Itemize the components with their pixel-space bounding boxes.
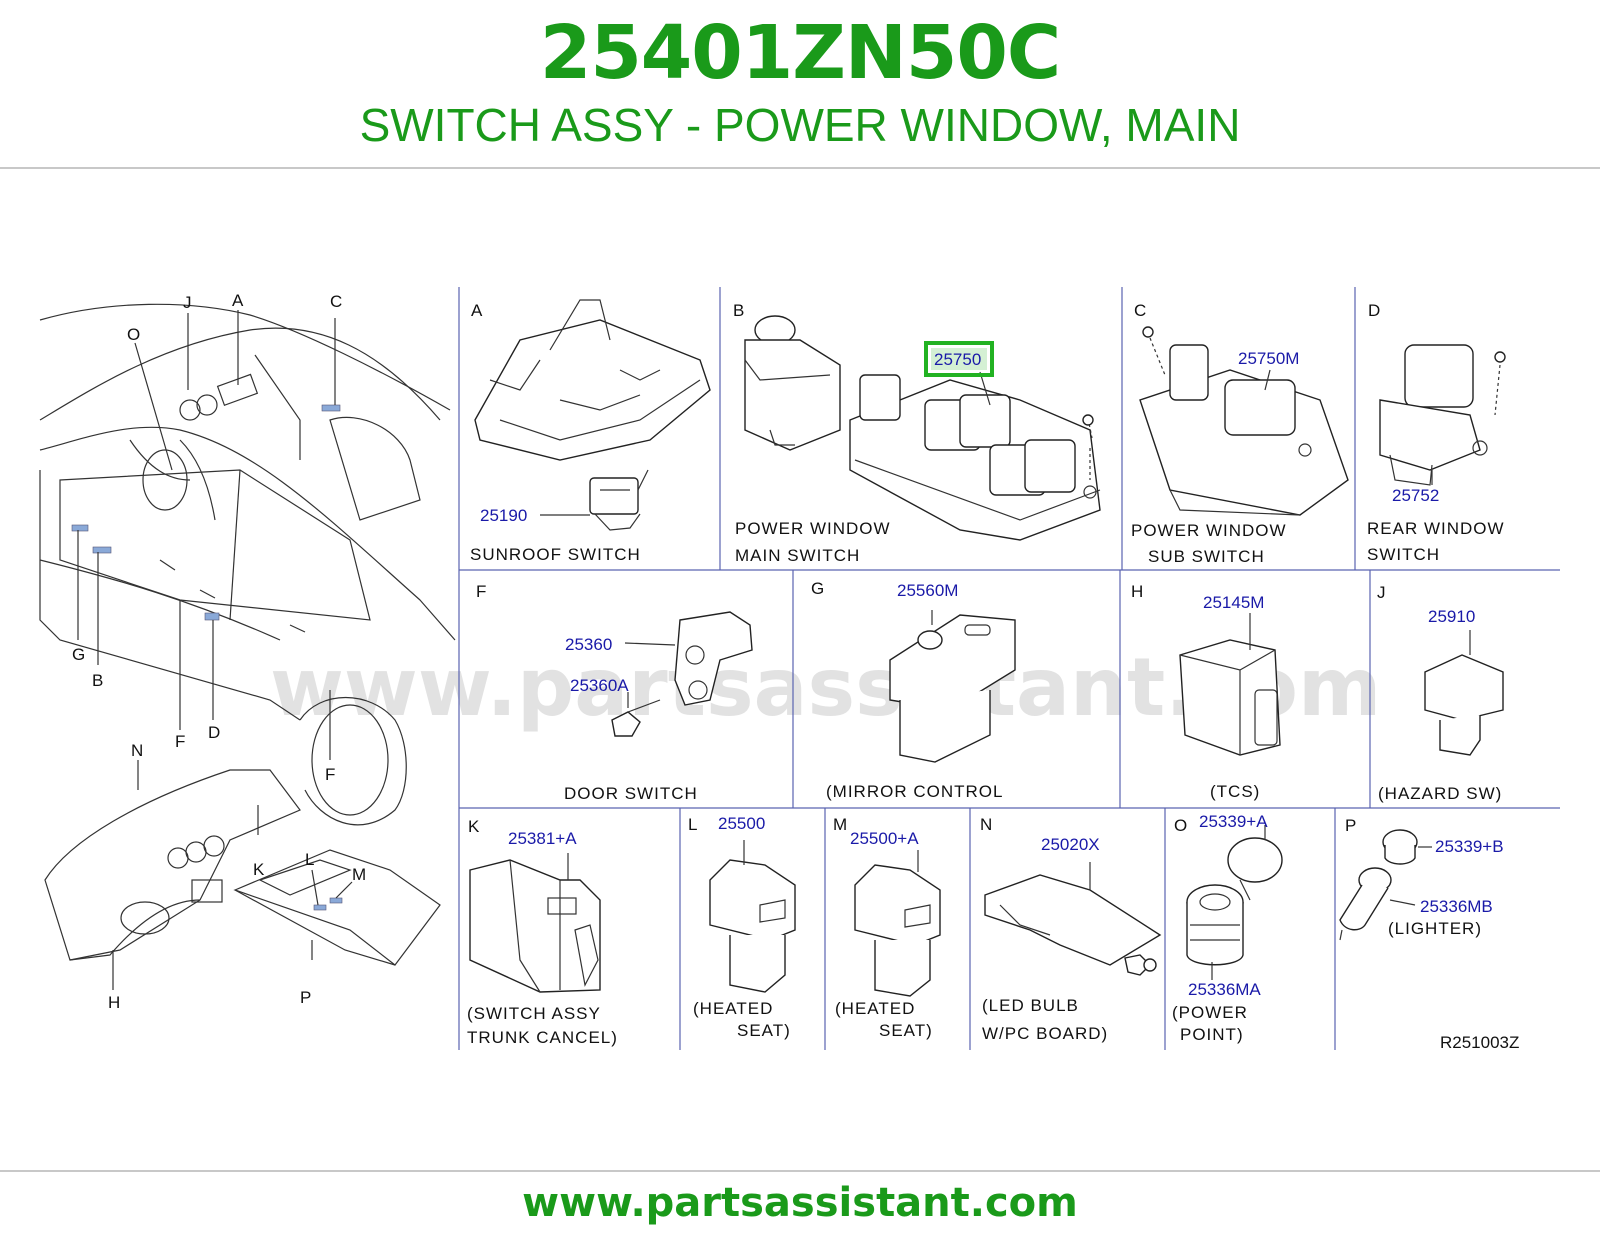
panel-b: B 25750 POWER WINDOW MAIN SWITCH	[733, 301, 1101, 565]
footer-url[interactable]: www.partsassistant.com	[522, 1180, 1078, 1226]
part-25500[interactable]: 25500	[718, 814, 765, 833]
header-divider	[0, 167, 1600, 169]
overview-letter-c: C	[330, 292, 342, 311]
overview-letter-p: P	[300, 988, 311, 1007]
highlight-box-25750	[924, 341, 994, 377]
panel-o: O 25339+A 25336MA (POWER POINT)	[1172, 812, 1283, 1044]
header: 25401ZN50C SWITCH ASSY - POWER WINDOW, M…	[0, 0, 1600, 170]
overview-letter-g: G	[72, 645, 85, 664]
panel-c-caption-2: SUB SWITCH	[1148, 547, 1265, 566]
vehicle-overview: J A C O G B F D F N K L M P H	[39, 291, 456, 1012]
panel-h: H 25145M (TCS)	[1131, 582, 1281, 801]
panel-l: L 25500 (HEATED SEAT)	[688, 814, 796, 1040]
overview-letter-n: N	[131, 741, 143, 760]
panel-j: J 25910 (HAZARD SW)	[1377, 583, 1504, 803]
panel-o-caption-1: (POWER	[1172, 1003, 1248, 1022]
panel-c-letter: C	[1134, 301, 1146, 320]
part-25360[interactable]: 25360	[565, 635, 612, 654]
panel-a-letter: A	[471, 301, 483, 320]
panel-n: N 25020X (LED BULB W/PC BOARD)	[980, 815, 1162, 1043]
part-number: 25401ZN50C	[539, 10, 1061, 96]
overview-letter-j: J	[183, 293, 192, 312]
panel-l-letter: L	[688, 815, 697, 834]
panel-grid	[458, 287, 1560, 1050]
diagram-code: R251003Z	[1440, 1033, 1519, 1052]
panel-g-caption: (MIRROR CONTROL	[826, 782, 1003, 801]
panel-h-caption: (TCS)	[1210, 782, 1260, 801]
part-25750m[interactable]: 25750M	[1238, 349, 1299, 368]
panel-j-caption: (HAZARD SW)	[1378, 784, 1502, 803]
part-25339-a[interactable]: 25339+A	[1199, 812, 1268, 831]
panel-p-caption: (LIGHTER)	[1388, 919, 1482, 938]
panel-o-letter: O	[1174, 816, 1187, 835]
part-25910[interactable]: 25910	[1428, 607, 1475, 626]
panel-a-caption: SUNROOF SWITCH	[470, 545, 641, 564]
panel-p: P 25339+B 25336MB (LIGHTER) R251003Z	[1339, 816, 1519, 1052]
panel-k-caption-2: TRUNK CANCEL)	[467, 1028, 618, 1047]
panel-f-letter: F	[476, 582, 486, 601]
overview-letter-o: O	[127, 325, 140, 344]
part-25360a[interactable]: 25360A	[570, 676, 629, 695]
part-25752[interactable]: 25752	[1392, 486, 1439, 505]
overview-letter-f-2: F	[325, 765, 335, 784]
part-25750[interactable]: 25750	[934, 350, 981, 369]
panel-b-letter: B	[733, 301, 744, 320]
overview-letter-a: A	[232, 291, 244, 310]
panel-f-caption: DOOR SWITCH	[564, 784, 698, 803]
part-25381-a[interactable]: 25381+A	[508, 829, 577, 848]
overview-letter-m: M	[352, 865, 366, 884]
panel-p-letter: P	[1345, 816, 1356, 835]
part-25500-a[interactable]: 25500+A	[850, 829, 919, 848]
panel-n-caption-1: (LED BULB	[982, 996, 1079, 1015]
part-25145m[interactable]: 25145M	[1203, 593, 1264, 612]
panel-k-caption-1: (SWITCH ASSY	[467, 1004, 601, 1023]
part-25190[interactable]: 25190	[480, 506, 527, 525]
part-25339-b[interactable]: 25339+B	[1435, 837, 1504, 856]
overview-letter-k: K	[253, 860, 265, 879]
panel-m-caption-2: SEAT)	[879, 1021, 933, 1040]
panel-n-letter: N	[980, 815, 992, 834]
panel-a: A 25190 SUNROOF SWITCH	[470, 299, 711, 564]
panel-b-caption-1: POWER WINDOW	[735, 519, 891, 538]
panel-c-caption-1: POWER WINDOW	[1131, 521, 1287, 540]
panel-f: F 25360 25360A DOOR SWITCH	[476, 582, 753, 803]
panel-c: C 25750M POWER WINDOW SUB SWITCH	[1131, 301, 1349, 566]
overview-letter-l: L	[305, 850, 314, 869]
panel-o-caption-2: POINT)	[1180, 1025, 1244, 1044]
panel-l-caption-1: (HEATED	[693, 999, 773, 1018]
panel-n-caption-2: W/PC BOARD)	[982, 1024, 1108, 1043]
panel-m-caption-1: (HEATED	[835, 999, 915, 1018]
panel-m: M 25500+A (HEATED SEAT)	[833, 815, 941, 1040]
part-25020x[interactable]: 25020X	[1041, 835, 1100, 854]
panel-l-caption-2: SEAT)	[737, 1021, 791, 1040]
overview-letter-d: D	[208, 723, 220, 742]
panel-j-letter: J	[1377, 583, 1386, 602]
panel-d-caption-1: REAR WINDOW	[1367, 519, 1505, 538]
overview-letter-h: H	[108, 993, 120, 1012]
part-title: SWITCH ASSY - POWER WINDOW, MAIN	[359, 99, 1241, 151]
footer-divider	[0, 1170, 1600, 1172]
panel-b-caption-2: MAIN SWITCH	[735, 546, 860, 565]
panel-m-letter: M	[833, 815, 847, 834]
panel-h-letter: H	[1131, 582, 1143, 601]
panel-d-letter: D	[1368, 301, 1380, 320]
panel-k: K 25381+A (SWITCH ASSY TRUNK CANCEL)	[467, 817, 618, 1047]
panel-g: G 25560M (MIRROR CONTROL	[811, 579, 1016, 801]
part-25336mb[interactable]: 25336MB	[1420, 897, 1493, 916]
panel-d: D 25752 REAR WINDOW SWITCH	[1367, 301, 1506, 564]
panel-g-letter: G	[811, 579, 824, 598]
overview-letter-f: F	[175, 732, 185, 751]
panel-d-caption-2: SWITCH	[1367, 545, 1440, 564]
part-25560m[interactable]: 25560M	[897, 581, 958, 600]
panel-k-letter: K	[468, 817, 480, 836]
overview-letter-b: B	[92, 671, 103, 690]
part-25336ma[interactable]: 25336MA	[1188, 980, 1261, 999]
